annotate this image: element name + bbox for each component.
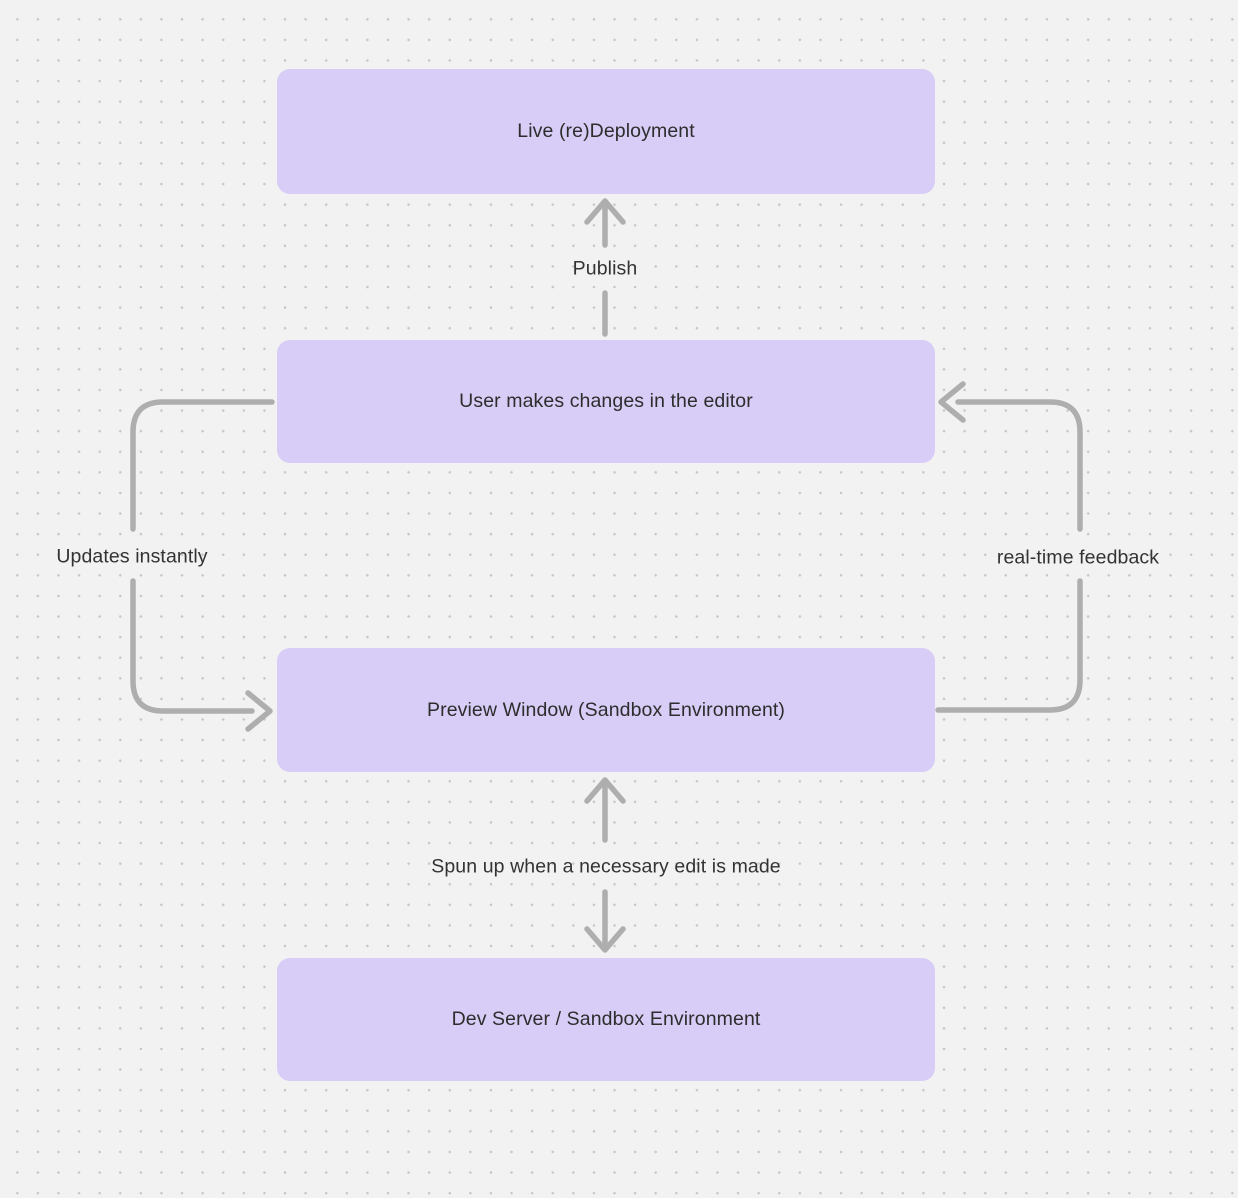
real-time-feedback-arrow-label: real-time feedback [996, 546, 1160, 569]
spun-up-arrow-head-down [584, 926, 626, 953]
real-time-feedback-arrow[interactable] [935, 381, 1083, 713]
real-time-feedback-arrow-head-left [938, 381, 966, 423]
node-preview-window[interactable]: Preview Window (Sandbox Environment) [277, 648, 935, 772]
node-user-changes[interactable]: User makes changes in the editor [277, 340, 935, 463]
node-dev-server[interactable]: Dev Server / Sandbox Environment [277, 958, 935, 1081]
publish-arrow-label: Publish [572, 257, 638, 280]
node-user-changes-label: User makes changes in the editor [459, 390, 753, 412]
node-live-redeployment[interactable]: Live (re)Deployment [277, 69, 935, 194]
spun-up-arrow-head-up [584, 777, 626, 804]
spun-up-arrow[interactable] [584, 777, 626, 953]
node-live-redeployment-label: Live (re)Deployment [517, 120, 695, 142]
updates-instantly-arrow-head-right [245, 690, 273, 732]
spun-up-arrow-label: Spun up when a necessary edit is made [431, 855, 781, 878]
publish-arrow[interactable] [584, 198, 626, 337]
node-preview-window-label: Preview Window (Sandbox Environment) [427, 698, 785, 721]
updates-instantly-arrow-label: Updates instantly [56, 545, 208, 568]
real-time-feedback-segment-top [955, 399, 1083, 532]
publish-arrow-head-up [584, 198, 626, 225]
updates-instantly-segment-bottom [130, 578, 255, 714]
updates-instantly-segment-top [130, 399, 275, 532]
real-time-feedback-segment-bottom [935, 578, 1083, 713]
node-dev-server-label: Dev Server / Sandbox Environment [451, 1008, 761, 1030]
updates-instantly-arrow[interactable] [130, 399, 275, 732]
